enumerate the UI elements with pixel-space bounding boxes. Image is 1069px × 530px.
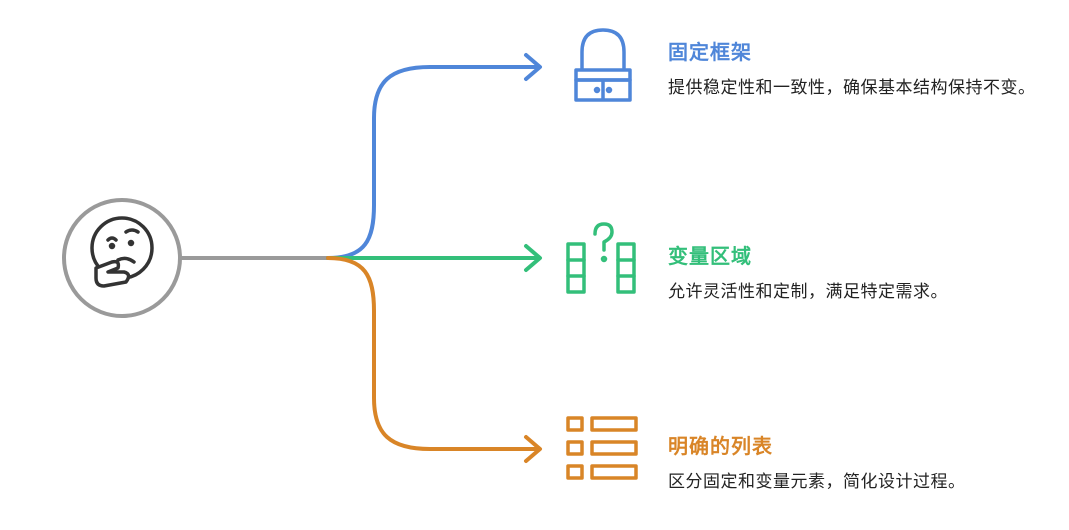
branch-title: 变量区域 — [668, 244, 752, 268]
question-columns-icon — [566, 222, 636, 294]
arrow-head-1 — [524, 53, 542, 81]
branch-description: 提供稳定性和一致性，确保基本结构保持不变。 — [668, 78, 1036, 98]
center-node — [62, 198, 182, 318]
thinking-face-icon — [90, 216, 154, 288]
list-icon — [566, 416, 638, 480]
branch-connector-3 — [326, 256, 540, 451]
lock-icon — [574, 28, 632, 102]
branch-title: 固定框架 — [668, 40, 752, 64]
branch-description: 区分固定和变量元素，简化设计过程。 — [668, 472, 966, 492]
branch-description: 允许灵活性和定制，满足特定需求。 — [668, 282, 948, 302]
branch-connector-1 — [326, 65, 540, 260]
branch-variable-area: 变量区域 允许灵活性和定制，满足特定需求。 — [668, 240, 1058, 305]
arrow-head-3 — [524, 435, 542, 463]
arrow-head-2 — [524, 244, 542, 272]
branch-title: 明确的列表 — [668, 434, 773, 458]
branch-clear-list: 明确的列表 区分固定和变量元素，简化设计过程。 — [668, 430, 1058, 495]
branch-fixed-framework: 固定框架 提供稳定性和一致性，确保基本结构保持不变。 — [668, 36, 1058, 101]
